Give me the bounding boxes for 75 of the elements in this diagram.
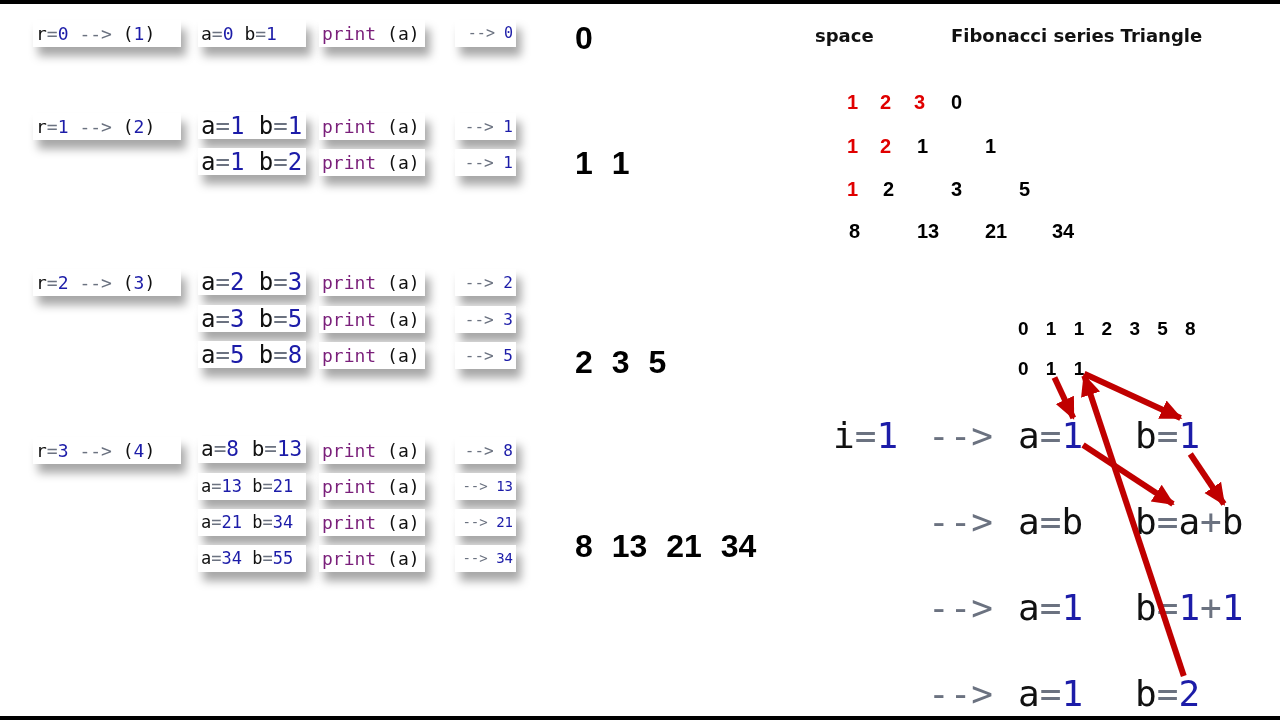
printed-output: 2 3 5 <box>575 346 667 378</box>
output-value: --> 3 <box>455 306 516 333</box>
assignment: a=13 b=21 <box>198 473 306 500</box>
triangle-number: 5 <box>1019 179 1031 199</box>
arrow <box>1081 373 1187 677</box>
print-statement: print (a) <box>319 509 425 536</box>
row-counter: r=0 --> (1) <box>33 20 181 47</box>
output-value: --> 1 <box>455 113 516 140</box>
triangle-number: 0 <box>951 92 963 112</box>
triangle-number: 13 <box>917 221 940 241</box>
output-value: --> 2 <box>455 269 516 296</box>
code-text: --> <box>928 504 994 540</box>
arrow <box>1051 376 1077 420</box>
print-statement: print (a) <box>319 149 425 176</box>
assignment: a=1 b=1 <box>198 112 306 139</box>
output-value: --> 1 <box>455 149 516 176</box>
code-expression: a=1 <box>1018 418 1084 454</box>
assignment: a=8 b=13 <box>198 436 306 463</box>
output-value: --> 5 <box>455 342 516 369</box>
heading: Fibonacci series Triangle <box>951 27 1203 45</box>
triangle-number: 1 <box>985 136 997 156</box>
assignment: a=1 b=2 <box>198 148 306 175</box>
number-sequence: 0 1 1 <box>1018 358 1085 378</box>
arrow <box>1187 452 1227 506</box>
print-statement: print (a) <box>319 545 425 572</box>
code-expression: b=2 <box>1135 676 1201 712</box>
row-counter: r=1 --> (2) <box>33 113 181 140</box>
code-expression: a=1 <box>1018 676 1084 712</box>
code-expression: a=1 <box>1018 590 1084 626</box>
space-number: 2 <box>880 136 892 156</box>
print-statement: print (a) <box>319 269 425 296</box>
triangle-number: 2 <box>883 179 895 199</box>
code-expression: b=1 <box>1135 418 1201 454</box>
print-statement: print (a) <box>319 306 425 333</box>
code-expression: a=b <box>1018 504 1084 540</box>
assignment: a=5 b=8 <box>198 341 306 368</box>
output-value: --> 21 <box>455 509 516 536</box>
triangle-number: 3 <box>951 179 963 199</box>
space-number: 1 <box>847 179 859 199</box>
space-number: 1 <box>847 92 859 112</box>
output-value: --> 34 <box>455 545 516 572</box>
arrow <box>1083 370 1183 421</box>
output-value: --> 0 <box>455 20 516 47</box>
assignment: a=34 b=55 <box>198 545 306 572</box>
triangle-number: 34 <box>1052 221 1075 241</box>
assignment: a=3 b=5 <box>198 305 306 332</box>
code-expression: b=a+b <box>1135 504 1244 540</box>
triangle-number: 8 <box>849 221 861 241</box>
space-number: 1 <box>847 136 859 156</box>
code-text: --> <box>928 590 994 626</box>
assignment: a=0 b=1 <box>198 20 306 47</box>
triangle-number: 1 <box>917 136 929 156</box>
code-text: i=1 <box>833 418 899 454</box>
print-statement: print (a) <box>319 437 425 464</box>
print-statement: print (a) <box>319 113 425 140</box>
printed-output: 8 13 21 34 <box>575 530 757 562</box>
assignment: a=2 b=3 <box>198 268 306 295</box>
arrow <box>1081 442 1175 507</box>
print-statement: print (a) <box>319 473 425 500</box>
space-number: 3 <box>914 92 926 112</box>
print-statement: print (a) <box>319 20 425 47</box>
triangle-number: 21 <box>985 221 1008 241</box>
printed-output: 0 <box>575 22 593 54</box>
row-counter: r=3 --> (4) <box>33 437 181 464</box>
heading: space <box>815 27 874 45</box>
output-value: --> 8 <box>455 437 516 464</box>
output-value: --> 13 <box>455 473 516 500</box>
code-text: --> <box>928 676 994 712</box>
printed-output: 1 1 <box>575 147 630 179</box>
row-counter: r=2 --> (3) <box>33 269 181 296</box>
space-number: 2 <box>880 92 892 112</box>
number-sequence: 0 1 1 2 3 5 8 <box>1018 318 1196 338</box>
print-statement: print (a) <box>319 342 425 369</box>
assignment: a=21 b=34 <box>198 509 306 536</box>
code-text: --> <box>928 418 994 454</box>
